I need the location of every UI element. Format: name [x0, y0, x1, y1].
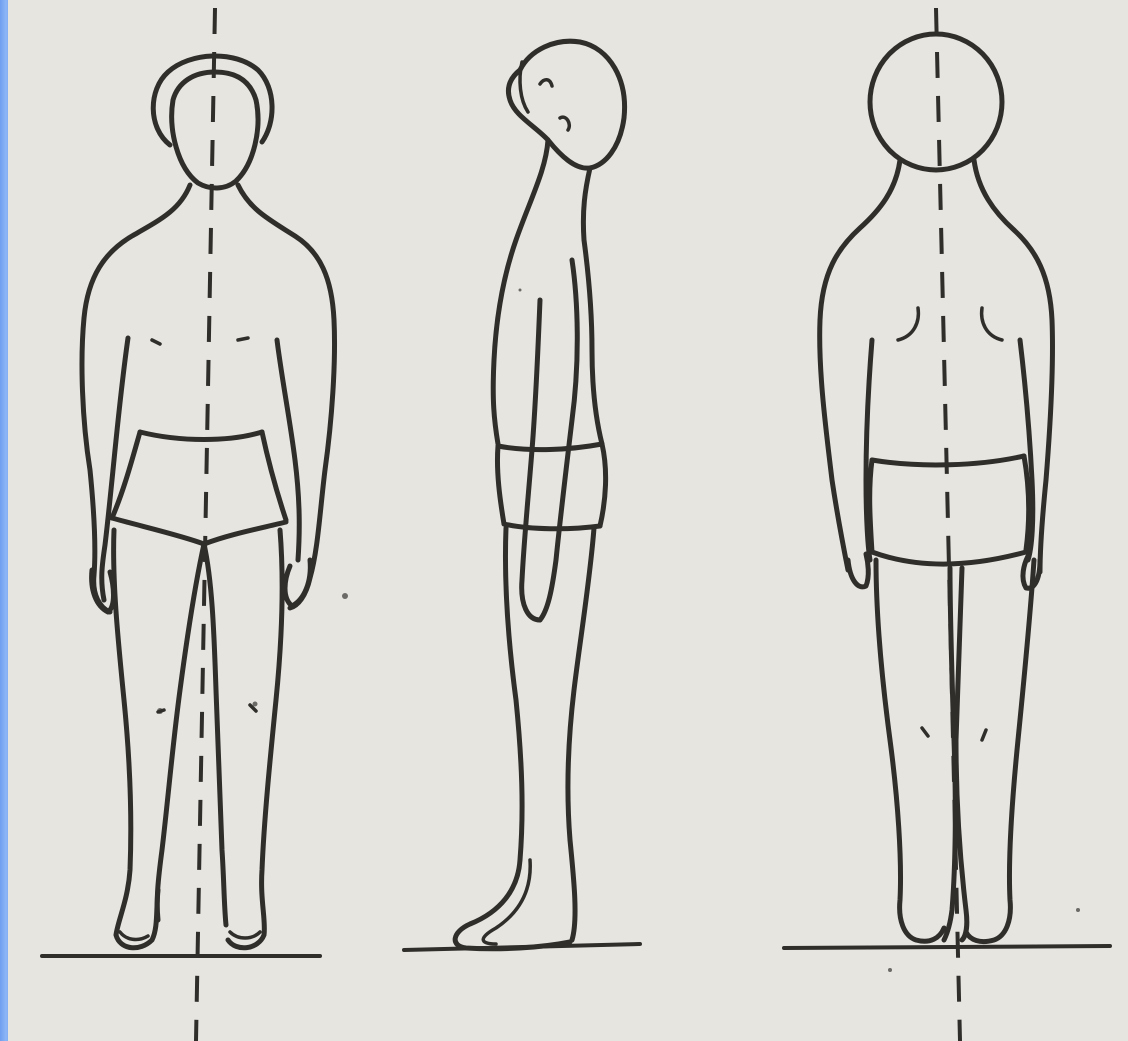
side-leg-back: [568, 528, 594, 940]
side-arm-back: [540, 260, 577, 620]
front-face: [172, 72, 258, 188]
back-standing-figure-icon: [784, 8, 1110, 1041]
back-left-leg-outer: [876, 560, 944, 941]
front-left-leg-inner: [157, 544, 204, 920]
back-knee-right: [982, 730, 986, 740]
side-shorts-hem: [504, 524, 600, 529]
back-shorts-left: [870, 460, 872, 552]
back-right-leg-inner: [956, 568, 967, 940]
front-chest-left: [152, 340, 160, 344]
back-shorts-right: [1024, 456, 1029, 550]
back-right-leg-outer: [966, 560, 1034, 942]
back-right-outline: [974, 160, 1053, 572]
back-scapula-right: [982, 308, 1002, 340]
front-left-leg-outer: [114, 530, 158, 948]
back-scapula-left: [898, 308, 918, 340]
front-standing-figure-icon: [42, 8, 335, 1041]
paper-speckles: [157, 289, 1080, 973]
side-standing-figure-icon: [404, 41, 640, 950]
side-arm-front: [522, 300, 540, 620]
back-ground-line: [784, 946, 1110, 948]
back-left-outline: [820, 160, 900, 570]
side-foot-inner: [483, 860, 530, 944]
side-shorts-front: [497, 446, 504, 524]
back-knee-left: [922, 728, 928, 736]
side-shorts-back: [600, 444, 606, 526]
front-right-leg-outer: [228, 530, 282, 948]
front-right-hand: [285, 560, 310, 606]
side-hair-2: [540, 80, 552, 86]
front-plumb-line: [196, 8, 215, 1041]
side-shorts-waist: [498, 444, 602, 450]
front-left-toes: [120, 932, 148, 939]
front-knee-left: [158, 710, 164, 712]
front-left-outline: [82, 185, 190, 612]
side-hair-1: [520, 62, 528, 112]
back-plumb-line: [936, 8, 960, 1041]
front-shorts-hem: [112, 518, 286, 544]
side-back: [583, 168, 602, 444]
front-shorts-right: [262, 432, 286, 520]
front-chest-right: [238, 338, 248, 340]
front-right-leg-inner: [204, 544, 226, 925]
front-shorts-waist: [140, 432, 262, 440]
side-front: [493, 140, 548, 444]
side-hair-3: [560, 117, 569, 130]
front-right-arm-inner: [277, 340, 299, 560]
back-left-hand: [848, 554, 868, 587]
front-right-toes: [230, 932, 260, 938]
